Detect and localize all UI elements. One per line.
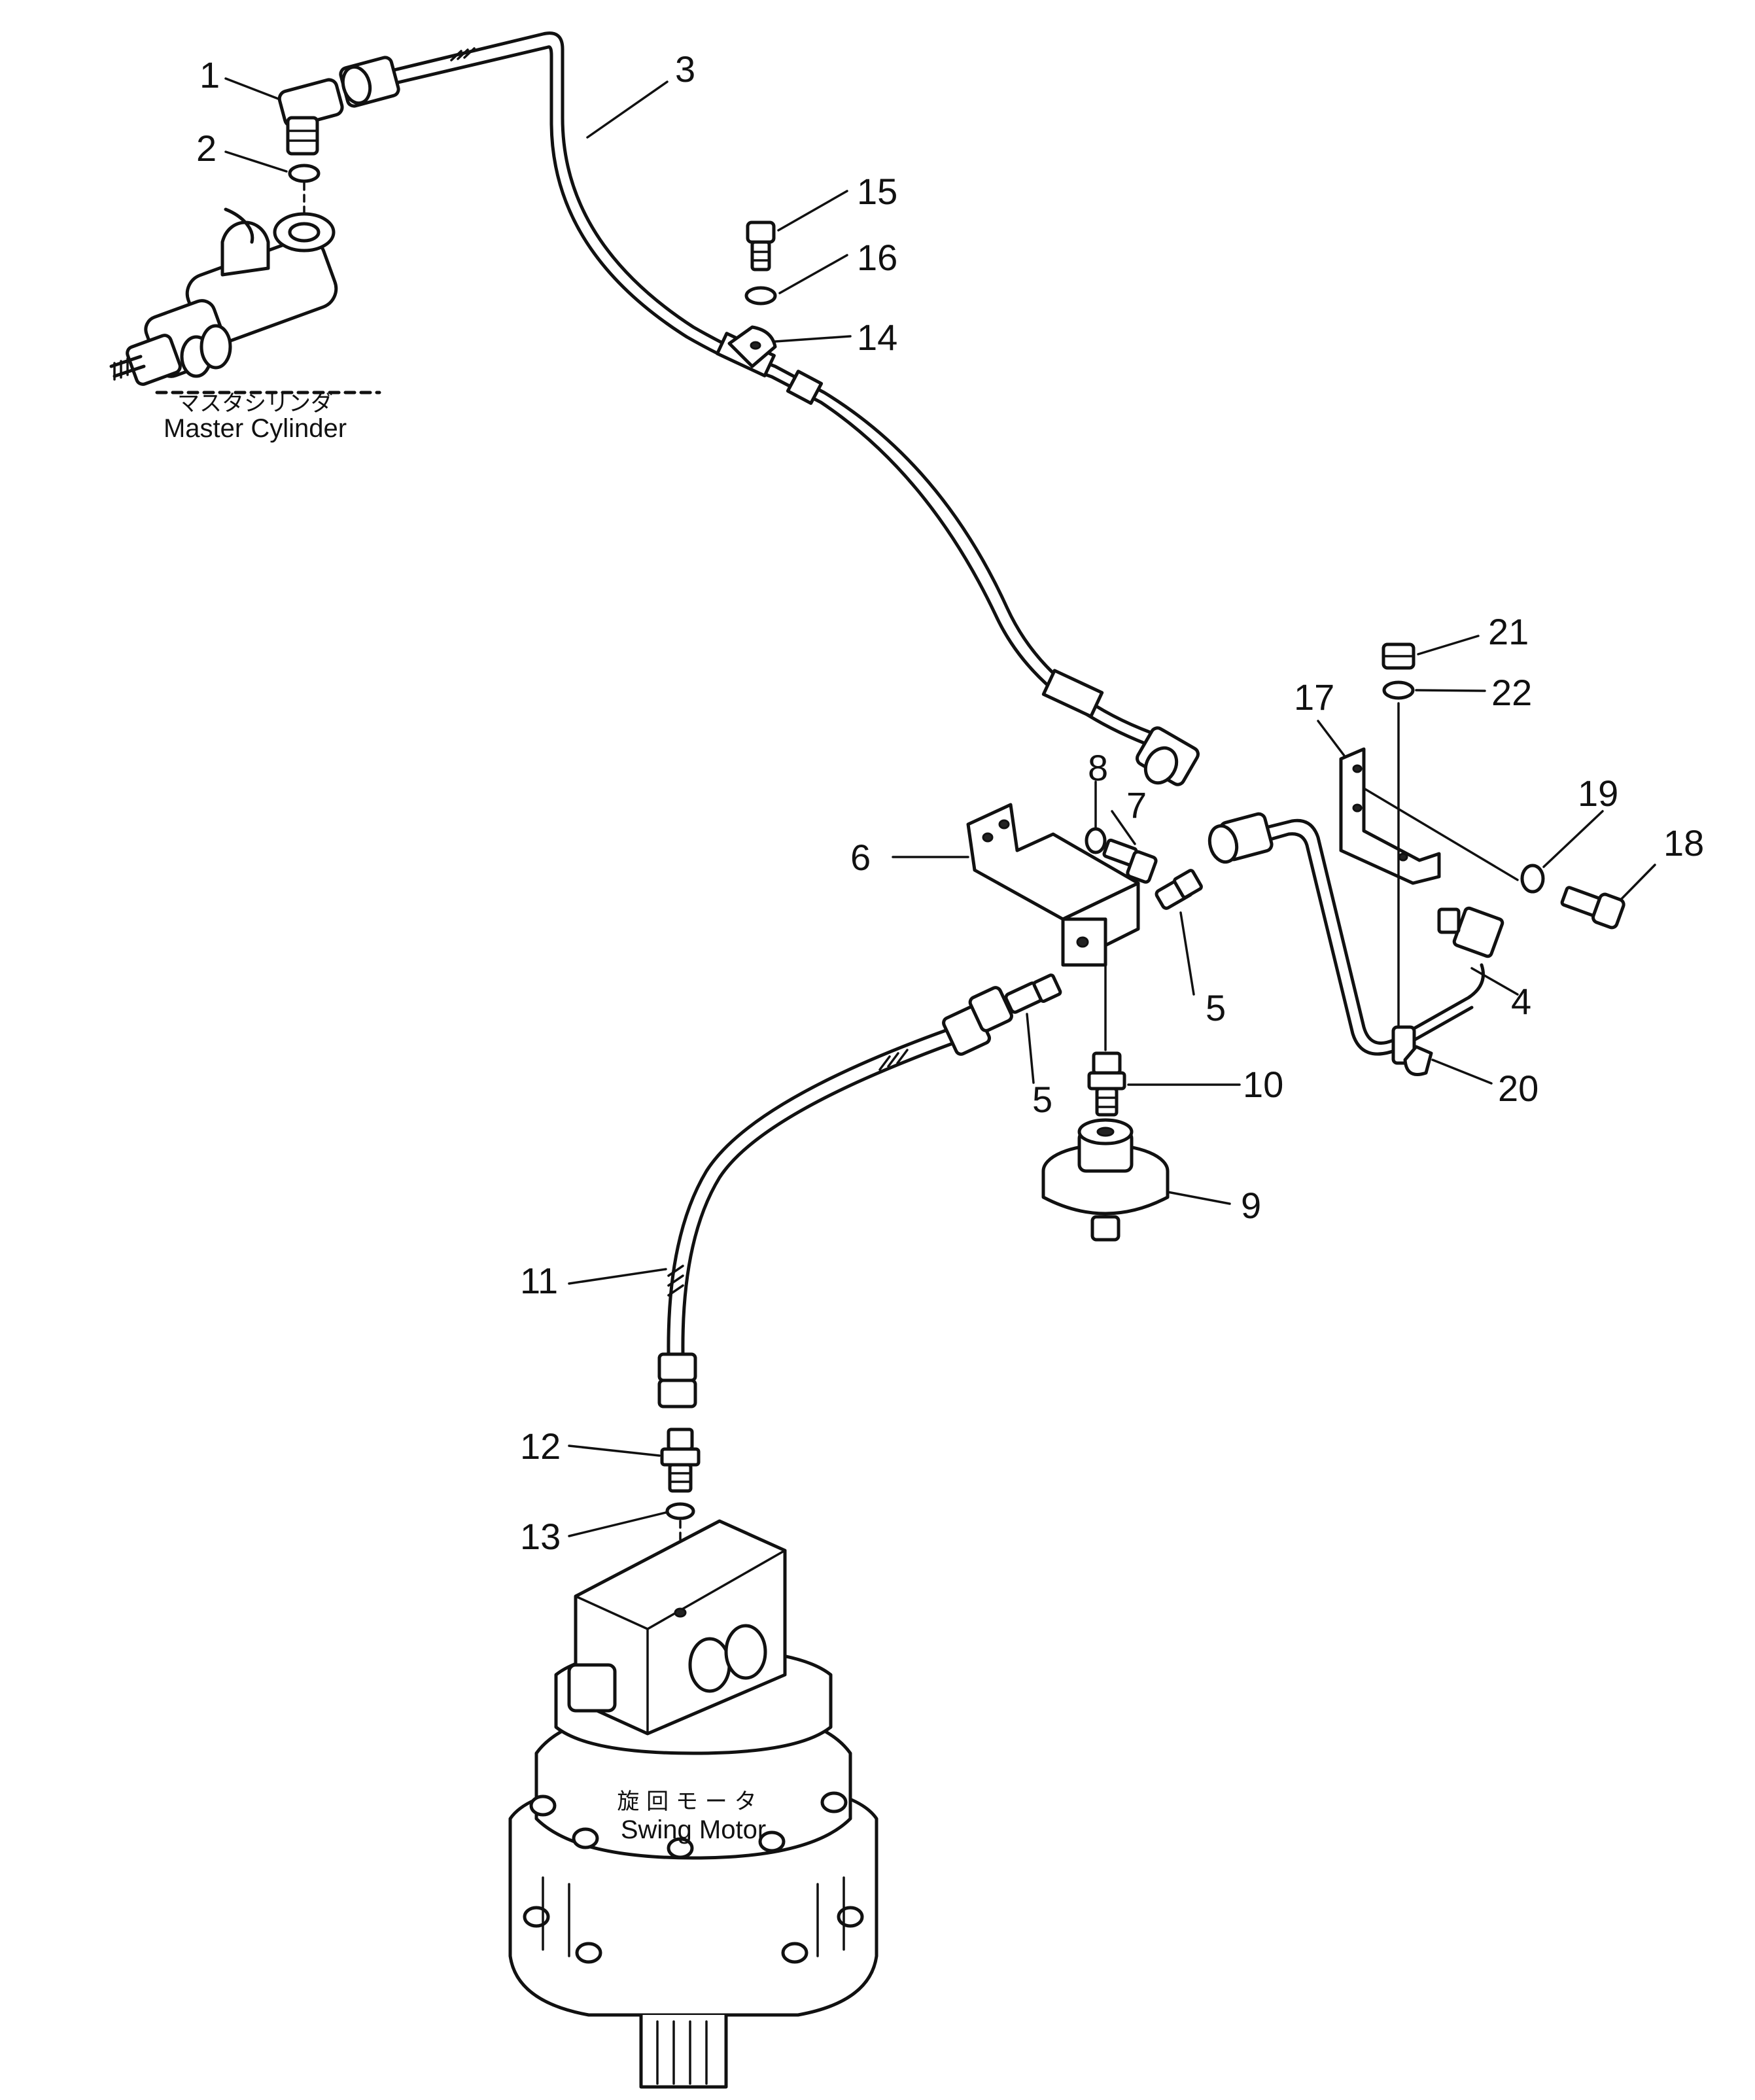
elbow-20 — [1391, 1025, 1433, 1076]
swing-motor-label-en: Swing Motor — [621, 1815, 766, 1844]
callout-19: 19 — [1578, 773, 1618, 814]
callout-14: 14 — [857, 317, 897, 358]
hose-11 — [657, 986, 1013, 1409]
callout-1: 1 — [200, 54, 220, 96]
callout-10: 10 — [1243, 1064, 1283, 1105]
callout-4: 4 — [1511, 981, 1531, 1022]
callout-5-right: 5 — [1206, 987, 1226, 1028]
callout-3: 3 — [675, 48, 695, 90]
adapter-10 — [1087, 1051, 1126, 1117]
callout-13: 13 — [520, 1516, 561, 1557]
washer-19 — [1520, 864, 1545, 894]
bolt-7 — [1102, 838, 1158, 884]
washer-16 — [744, 286, 777, 306]
pipe-3-nut-bottom — [1136, 726, 1200, 786]
master-cylinder-label-en: Master Cylinder — [164, 414, 347, 443]
swing-motor-label-jp: 旋 回 モ ー タ — [617, 1789, 756, 1815]
callout-8: 8 — [1088, 747, 1108, 788]
bracket-17 — [1339, 747, 1519, 885]
callout-18: 18 — [1663, 822, 1704, 864]
callout-11: 11 — [520, 1260, 558, 1301]
pipe-3-nut-top — [339, 56, 400, 108]
callout-12: 12 — [520, 1426, 561, 1467]
bracket-6 — [966, 803, 1140, 967]
swing-motor-drawing — [508, 1519, 878, 2089]
callout-20: 20 — [1498, 1068, 1538, 1109]
connector-5-right — [1155, 869, 1203, 910]
bolt-15 — [746, 220, 776, 271]
callout-16: 16 — [857, 237, 897, 278]
elbow-1 — [277, 78, 344, 217]
callout-6: 6 — [850, 837, 871, 878]
callout-22: 22 — [1491, 672, 1532, 713]
master-cylinder-label-jp: マスタシリンダ — [177, 391, 333, 417]
callout-17: 17 — [1294, 676, 1334, 718]
leader-lines — [224, 77, 1656, 1537]
washer-8 — [1085, 827, 1107, 854]
callout-5-left: 5 — [1032, 1079, 1052, 1120]
washer-22 — [1382, 680, 1415, 700]
callout-9: 9 — [1241, 1185, 1261, 1226]
nut-21 — [1381, 642, 1416, 670]
pipe-3 — [384, 31, 1153, 746]
adapter-12 — [660, 1427, 701, 1493]
master-cylinder-drawing — [109, 207, 381, 394]
callout-21: 21 — [1488, 611, 1529, 652]
callout-2: 2 — [196, 128, 217, 169]
connector-5-left — [1004, 973, 1062, 1014]
bolt-18 — [1560, 886, 1625, 930]
callout-7: 7 — [1126, 784, 1147, 826]
callout-15: 15 — [857, 171, 897, 212]
clip-14 — [727, 325, 777, 368]
pressure-switch-9 — [1041, 1118, 1170, 1242]
pipe-4 — [1208, 812, 1504, 1056]
